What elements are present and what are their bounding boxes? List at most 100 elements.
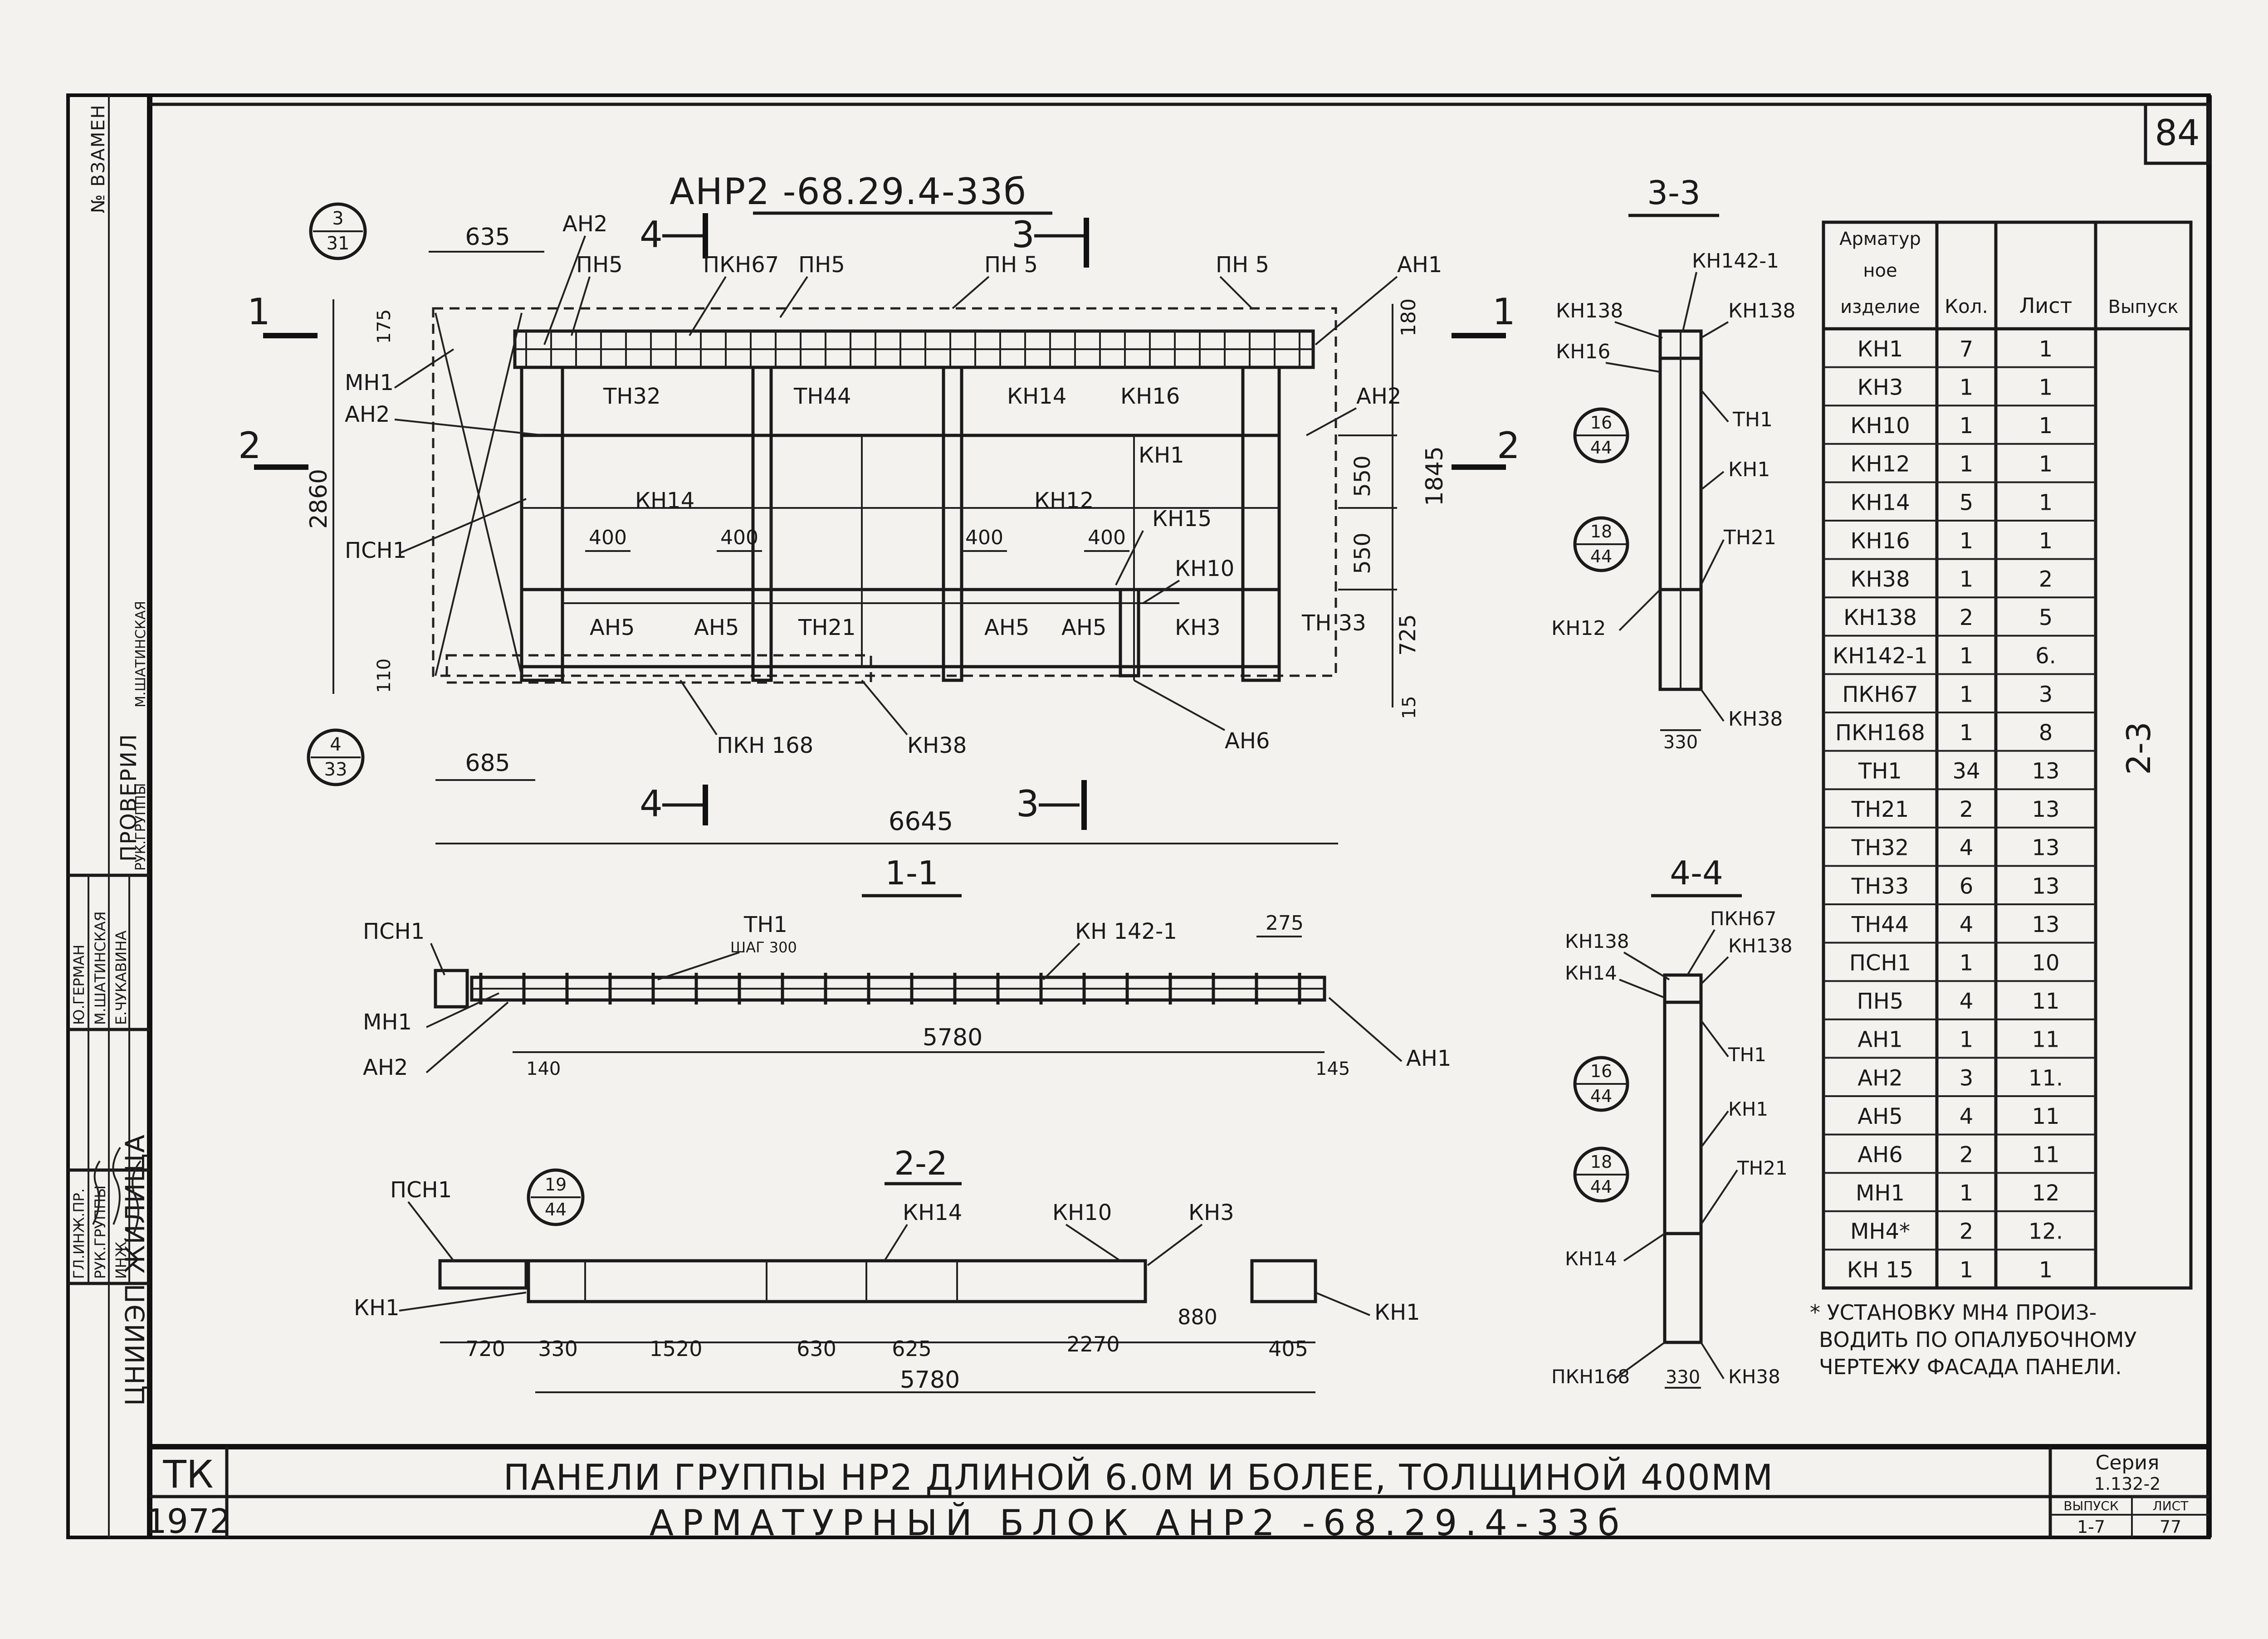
spec-table: Арматур ное изделие Кол. Лист Выпуск КН1…	[1810, 220, 2193, 1379]
spec-cell-qty: 4	[1960, 835, 1974, 861]
s44-label-kh14-bottom: КН14	[1565, 1248, 1617, 1270]
spec-cell-qty: 1	[1960, 951, 1974, 976]
spec-cell-item: ПКН67	[1842, 682, 1918, 707]
spec-cell-sheet: 6.	[2035, 644, 2056, 669]
title-line-2: АРМАТУРНЫЙ БЛОК АНР2 -68.29.4-33б	[650, 1502, 1628, 1544]
s44-label-kh38: КН38	[1728, 1366, 1780, 1388]
mark-4-bottom: 4	[640, 783, 663, 825]
label-ah5-c: АН5	[984, 615, 1029, 640]
sheet-number-box	[2144, 102, 2211, 165]
spec-cell-sheet: 10	[2032, 951, 2059, 976]
s22-detail-circle	[527, 1168, 585, 1226]
footnote-line-3: ЧЕРТЕЖУ ФАСАДА ПАНЕЛИ.	[1819, 1355, 2122, 1379]
dim-15: 15	[1399, 696, 1420, 719]
spec-cell-item: КН3	[1857, 375, 1903, 400]
s22-label-kh10: КН10	[1052, 1200, 1112, 1225]
column-right	[1241, 366, 1281, 682]
detail-circle-3-31	[309, 202, 367, 260]
s11-dim-145: 145	[1315, 1059, 1350, 1079]
section-2-2: 2-2 720 330 1520 630 625 2270 880 405 57…	[354, 1144, 1420, 1394]
s22-label-kh1-right: КН1	[1374, 1300, 1420, 1325]
s11-label-mh1: МН1	[363, 1010, 412, 1035]
spec-cell-sheet: 12.	[2028, 1219, 2063, 1244]
title-series-label: Серия	[2096, 1451, 2160, 1474]
spec-cell-qty: 1	[1960, 682, 1974, 707]
spec-cell-qty: 4	[1960, 1104, 1974, 1129]
spec-cell-qty: 1	[1960, 644, 1974, 669]
panel-outline	[432, 307, 1337, 677]
dim-400-d: 400	[1088, 526, 1126, 549]
title-issue-label: ВЫПУСК	[2063, 1498, 2119, 1513]
spec-cell-sheet: 1	[2039, 413, 2053, 439]
stamp-org: ЦНИИЭП ЖИЛИЩА	[120, 1134, 151, 1406]
s33-detail-16: 16	[1590, 413, 1612, 433]
spec-issue-value: 2-3	[2120, 722, 2158, 775]
spec-cell-qty: 1	[1960, 413, 1974, 439]
spec-cell-item: КН1	[1857, 337, 1903, 362]
spec-cell-qty: 5	[1960, 490, 1974, 515]
dim-180: 180	[1397, 298, 1420, 337]
detail-circle-4-33	[307, 728, 365, 786]
label-kh16: КН16	[1120, 384, 1180, 409]
detail-3: 3	[332, 208, 343, 229]
s33-label-kh142: КН142-1	[1692, 249, 1779, 273]
spec-header-1c: изделие	[1840, 297, 1920, 317]
detail-31: 31	[327, 233, 350, 254]
stamp-checked: ПРОВЕРИЛ	[116, 733, 142, 862]
spec-cell-sheet: 1	[2039, 490, 2053, 515]
spec-cell-sheet: 1	[2039, 337, 2053, 362]
s33-label-kh16: КН16	[1556, 340, 1610, 363]
title-tk: ТК	[163, 1452, 214, 1497]
label-ah5-b: АН5	[694, 615, 739, 640]
dim-175: 175	[374, 309, 395, 344]
s44-label-kh14-top: КН14	[1565, 962, 1617, 984]
s44-label-kh1: КН1	[1728, 1098, 1768, 1120]
label-th44: ТН44	[793, 384, 851, 409]
s44-detail-44b: 44	[1590, 1177, 1612, 1197]
label-ah5-d: АН5	[1061, 615, 1106, 640]
dim-1845: 1845	[1421, 446, 1448, 506]
s11-label-ah1: АН1	[1406, 1046, 1451, 1071]
spec-cell-sheet: 1	[2039, 1257, 2053, 1283]
spec-cell-item: КН138	[1843, 605, 1917, 630]
label-kh14-mid: КН14	[635, 488, 694, 513]
s44-detail-18: 18	[1590, 1152, 1612, 1172]
s44-label-kh138-right: КН138	[1728, 935, 1793, 957]
mark-3-bottom: 3	[1016, 783, 1039, 825]
label-th33: ТН 33	[1301, 610, 1366, 636]
spec-cell-sheet: 11	[2032, 1104, 2059, 1129]
stamp-name-3: Е.ЧУКАВИНА	[112, 931, 130, 1025]
s11-label-kh142: КН 142-1	[1075, 919, 1177, 944]
s22-dim-880: 880	[1178, 1305, 1217, 1329]
stamp-checker-role: РУК.ГРУППЫ	[133, 783, 149, 871]
spec-cell-sheet: 13	[2032, 759, 2059, 784]
detail-4: 4	[330, 734, 341, 755]
spec-cell-sheet: 13	[2032, 873, 2059, 899]
bottom-beam	[445, 654, 872, 684]
s22-label-psh1: ПСН1	[390, 1177, 452, 1203]
s33-label-kh138-left: КН138	[1556, 299, 1623, 322]
s33-dim-330: 330	[1663, 732, 1698, 753]
spec-cell-qty: 6	[1960, 873, 1974, 899]
spec-cell-qty: 1	[1960, 1180, 1974, 1206]
spec-cell-sheet: 13	[2032, 797, 2059, 822]
spec-cell-item: МН4*	[1850, 1219, 1910, 1244]
dim-110: 110	[374, 659, 395, 693]
spec-cell-sheet: 1	[2039, 375, 2053, 400]
s11-dim-275: 275	[1266, 912, 1304, 935]
spec-cell-item: АН1	[1857, 1027, 1902, 1053]
footnote-line-1: * УСТАНОВКУ МН4 ПРОИЗ-	[1810, 1300, 2097, 1325]
title-block: ТК 1972 ПАНЕЛИ ГРУППЫ НР2 ДЛИНОЙ 6.0М И …	[146, 1444, 2209, 1544]
title-issue: 1-7	[2077, 1517, 2105, 1537]
mark-3-top: 3	[1012, 214, 1035, 256]
label-ah2-left: АН2	[345, 402, 390, 427]
s33-label-th21: ТН21	[1723, 526, 1776, 549]
title-year: 1972	[146, 1502, 231, 1541]
label-ah2-top: АН2	[562, 211, 607, 237]
dim-2860: 2860	[305, 469, 332, 529]
label-ph5-a: ПН5	[576, 252, 623, 278]
spec-cell-sheet: 3	[2039, 682, 2053, 707]
spec-cell-qty: 1	[1960, 452, 1974, 477]
spec-cell-item: АН2	[1857, 1065, 1902, 1091]
spec-cell-item: АН5	[1857, 1104, 1902, 1129]
